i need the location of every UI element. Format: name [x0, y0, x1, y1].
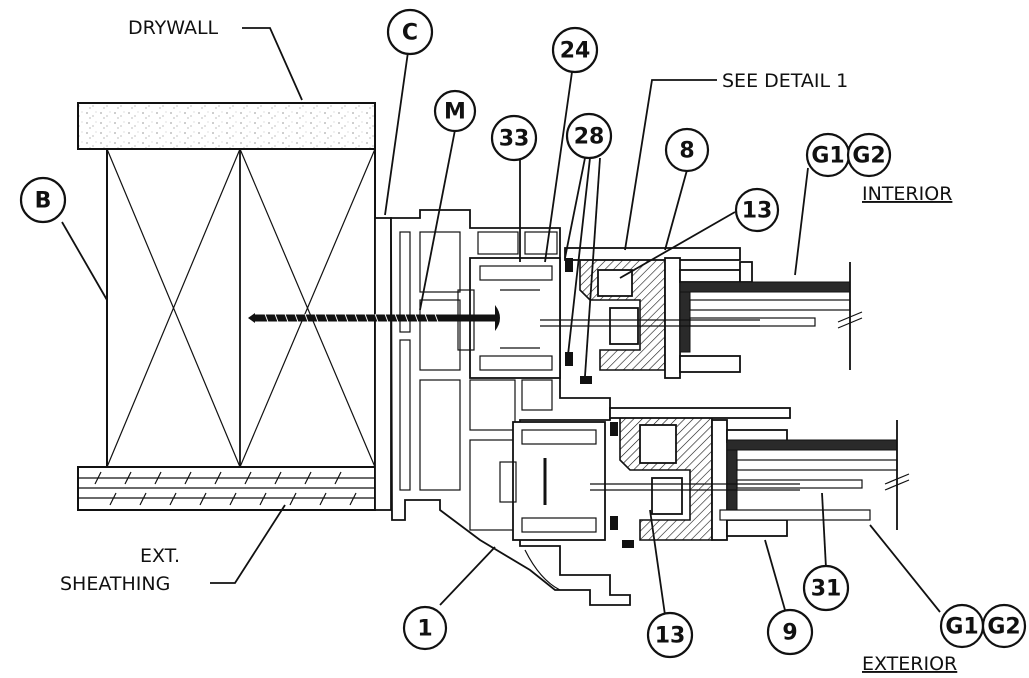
callout-24: 24: [551, 26, 599, 74]
ext-sheathing-label-2: SHEATHING: [60, 573, 170, 595]
svg-text:C: C: [402, 21, 418, 46]
svg-text:28: 28: [574, 125, 605, 150]
svg-text:8: 8: [679, 139, 694, 164]
callout-31: 31: [802, 564, 850, 612]
callout-28: 28: [565, 112, 613, 160]
lower-glass-unit: [590, 420, 910, 530]
see-detail-label: SEE DETAIL 1: [722, 70, 848, 92]
callout-1: 1: [402, 605, 448, 651]
callout-g2-bottom: G2: [981, 603, 1027, 649]
interior-label: INTERIOR: [862, 183, 952, 205]
svg-text:G1: G1: [811, 144, 844, 169]
svg-text:B: B: [35, 189, 52, 214]
drywall-label: DRYWALL: [128, 17, 219, 39]
callout-9: 9: [766, 608, 814, 656]
callout-g1-bottom: G1: [939, 603, 985, 649]
svg-text:G1: G1: [945, 615, 978, 640]
svg-text:24: 24: [560, 39, 591, 64]
drywall-layer: [77, 102, 376, 150]
svg-text:9: 9: [782, 621, 797, 646]
leader-lines: [61, 27, 941, 616]
callout-b: B: [19, 176, 67, 224]
callout-c: C: [386, 8, 434, 56]
callout-8: 8: [664, 127, 710, 173]
wood-stud: [106, 148, 376, 468]
svg-text:M: M: [444, 100, 466, 125]
callout-13-bottom: 13: [646, 611, 694, 659]
exterior-sheathing: [77, 466, 376, 511]
exterior-label: EXTERIOR: [862, 653, 957, 675]
svg-text:33: 33: [499, 127, 530, 152]
svg-text:1: 1: [417, 617, 432, 642]
fasteners: [565, 258, 634, 548]
callout-m: M: [433, 89, 477, 133]
callout-g1-top: G1: [805, 132, 851, 178]
svg-text:G2: G2: [852, 144, 885, 169]
svg-text:31: 31: [811, 577, 842, 602]
svg-text:G2: G2: [987, 615, 1020, 640]
lower-sash-block: [499, 421, 606, 541]
callout-33: 33: [490, 114, 538, 162]
callout-g2-top: G2: [846, 132, 892, 178]
callout-13-top: 13: [734, 187, 780, 233]
upper-glass-unit: [540, 262, 863, 370]
lower-sash-hatched: [609, 407, 791, 541]
svg-text:13: 13: [742, 199, 773, 224]
shim: [374, 217, 392, 511]
ext-sheathing-label-1: EXT.: [140, 545, 180, 567]
svg-text:13: 13: [655, 624, 686, 649]
screw: [248, 305, 500, 331]
